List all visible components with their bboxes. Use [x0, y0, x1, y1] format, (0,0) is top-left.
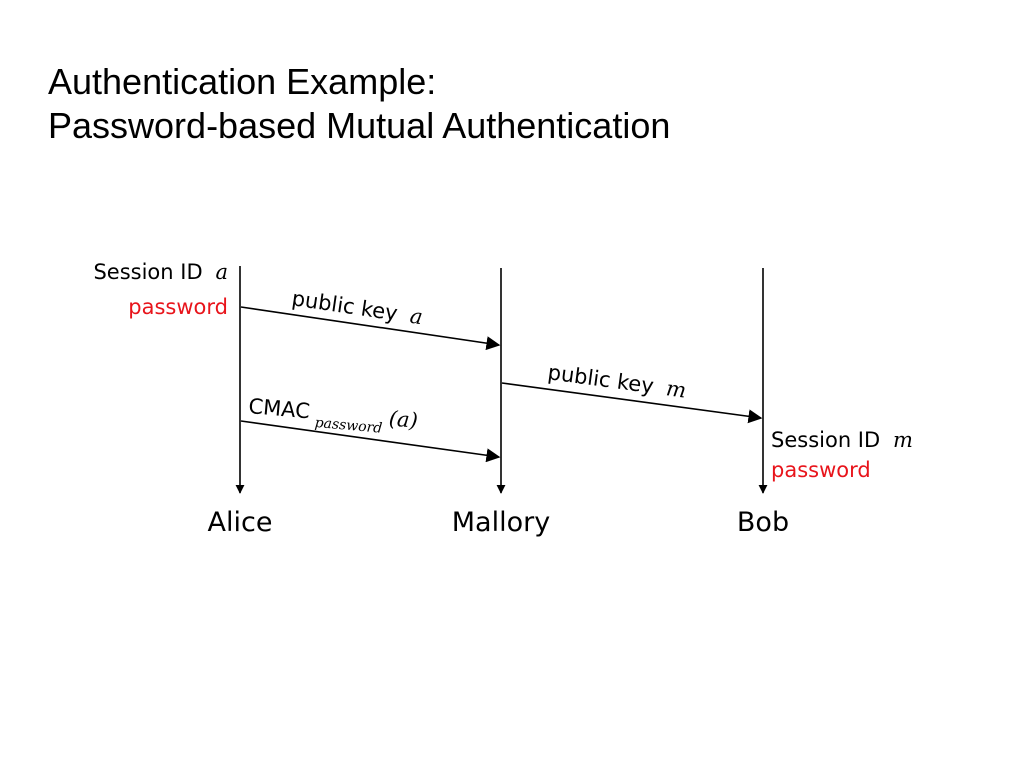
alice-password-label: password [128, 295, 228, 319]
alice-session-id-text: Session ID [93, 260, 202, 284]
message-label-mallory-to-bob-text: public key [546, 360, 655, 398]
message-arrow-alice-to-mallory [240, 306, 501, 351]
bob-password-label: password [771, 458, 871, 482]
bob-session-id-label: Session ID m [771, 428, 913, 452]
bob-session-id-var: m [893, 428, 913, 452]
message-label-mallory-to-bob-var: m [665, 376, 688, 402]
actor-label-alice: Alice [208, 507, 273, 538]
message-arrow-mallory-to-bob [501, 382, 763, 424]
message-label-mac-open-paren: ( [388, 406, 399, 431]
message-label-alice-to-mallory-text: public key [290, 286, 399, 325]
message-label-mac-subscript: password [314, 415, 383, 437]
actor-label-mallory: Mallory [452, 507, 550, 538]
bob-session-id-text: Session ID [771, 428, 880, 452]
alice-session-id-var: a [215, 260, 228, 284]
message-arrow-alice-mac [240, 420, 501, 463]
message-label-mallory-to-bob: public key m [546, 360, 687, 402]
message-label-mac-func: CMAC [248, 394, 311, 423]
alice-session-id-label: Session ID a [93, 260, 228, 284]
message-label-mac-close-paren: ) [408, 408, 419, 433]
slide-title-line-2: Password-based Mutual Authentication [48, 105, 671, 146]
message-label-alice-to-mallory-var: a [408, 304, 424, 330]
message-label-mac-arg: a [396, 407, 411, 432]
message-label-alice-mac: CMAC password (a) [247, 394, 419, 441]
slide-title-line-1: Authentication Example: [48, 61, 437, 102]
slide-title: Authentication Example: Password-based M… [48, 60, 670, 148]
actor-label-bob: Bob [737, 507, 789, 538]
message-label-alice-to-mallory: public key a [290, 286, 424, 329]
